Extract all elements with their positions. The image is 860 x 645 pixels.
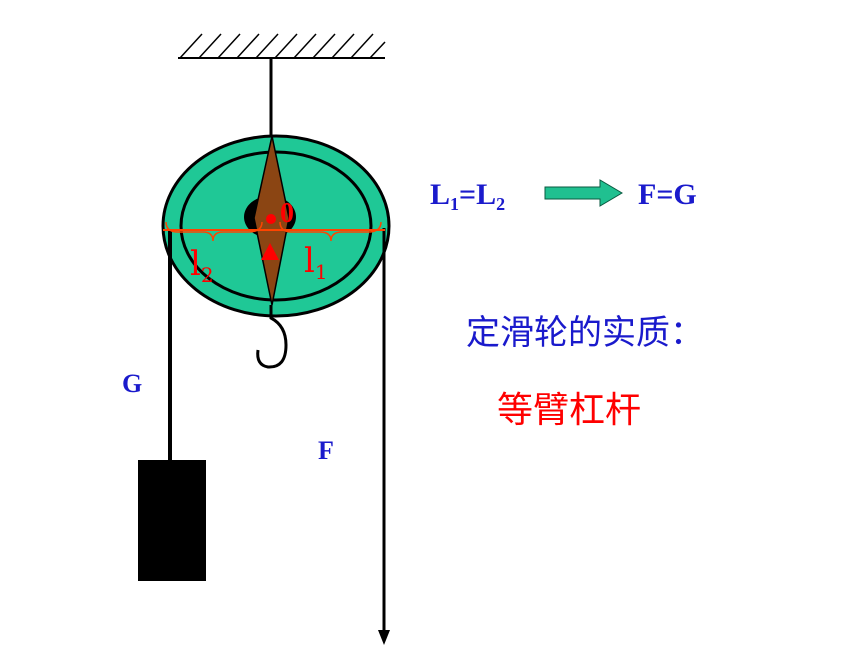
force-label: F [318,436,334,465]
lever-arms [163,221,385,242]
essence-answer: 等臂杠杆 [497,390,641,431]
equation-arms: L1=L2 [430,178,505,214]
hook [256,305,288,369]
implies-arrow [544,179,623,207]
force-arrowhead [378,630,390,645]
arm-left-label: l2 [190,244,214,287]
ceiling-support [178,33,386,59]
pivot-dot [266,214,276,224]
essence-title: 定滑轮的实质： [466,313,704,353]
weight-label: G [122,369,142,398]
weight-block [138,460,206,581]
arm-right-label: l1 [304,241,328,284]
pivot-triangle [261,243,279,260]
equation-force: F=G [638,178,697,211]
pivot-label: 0 [280,198,294,229]
